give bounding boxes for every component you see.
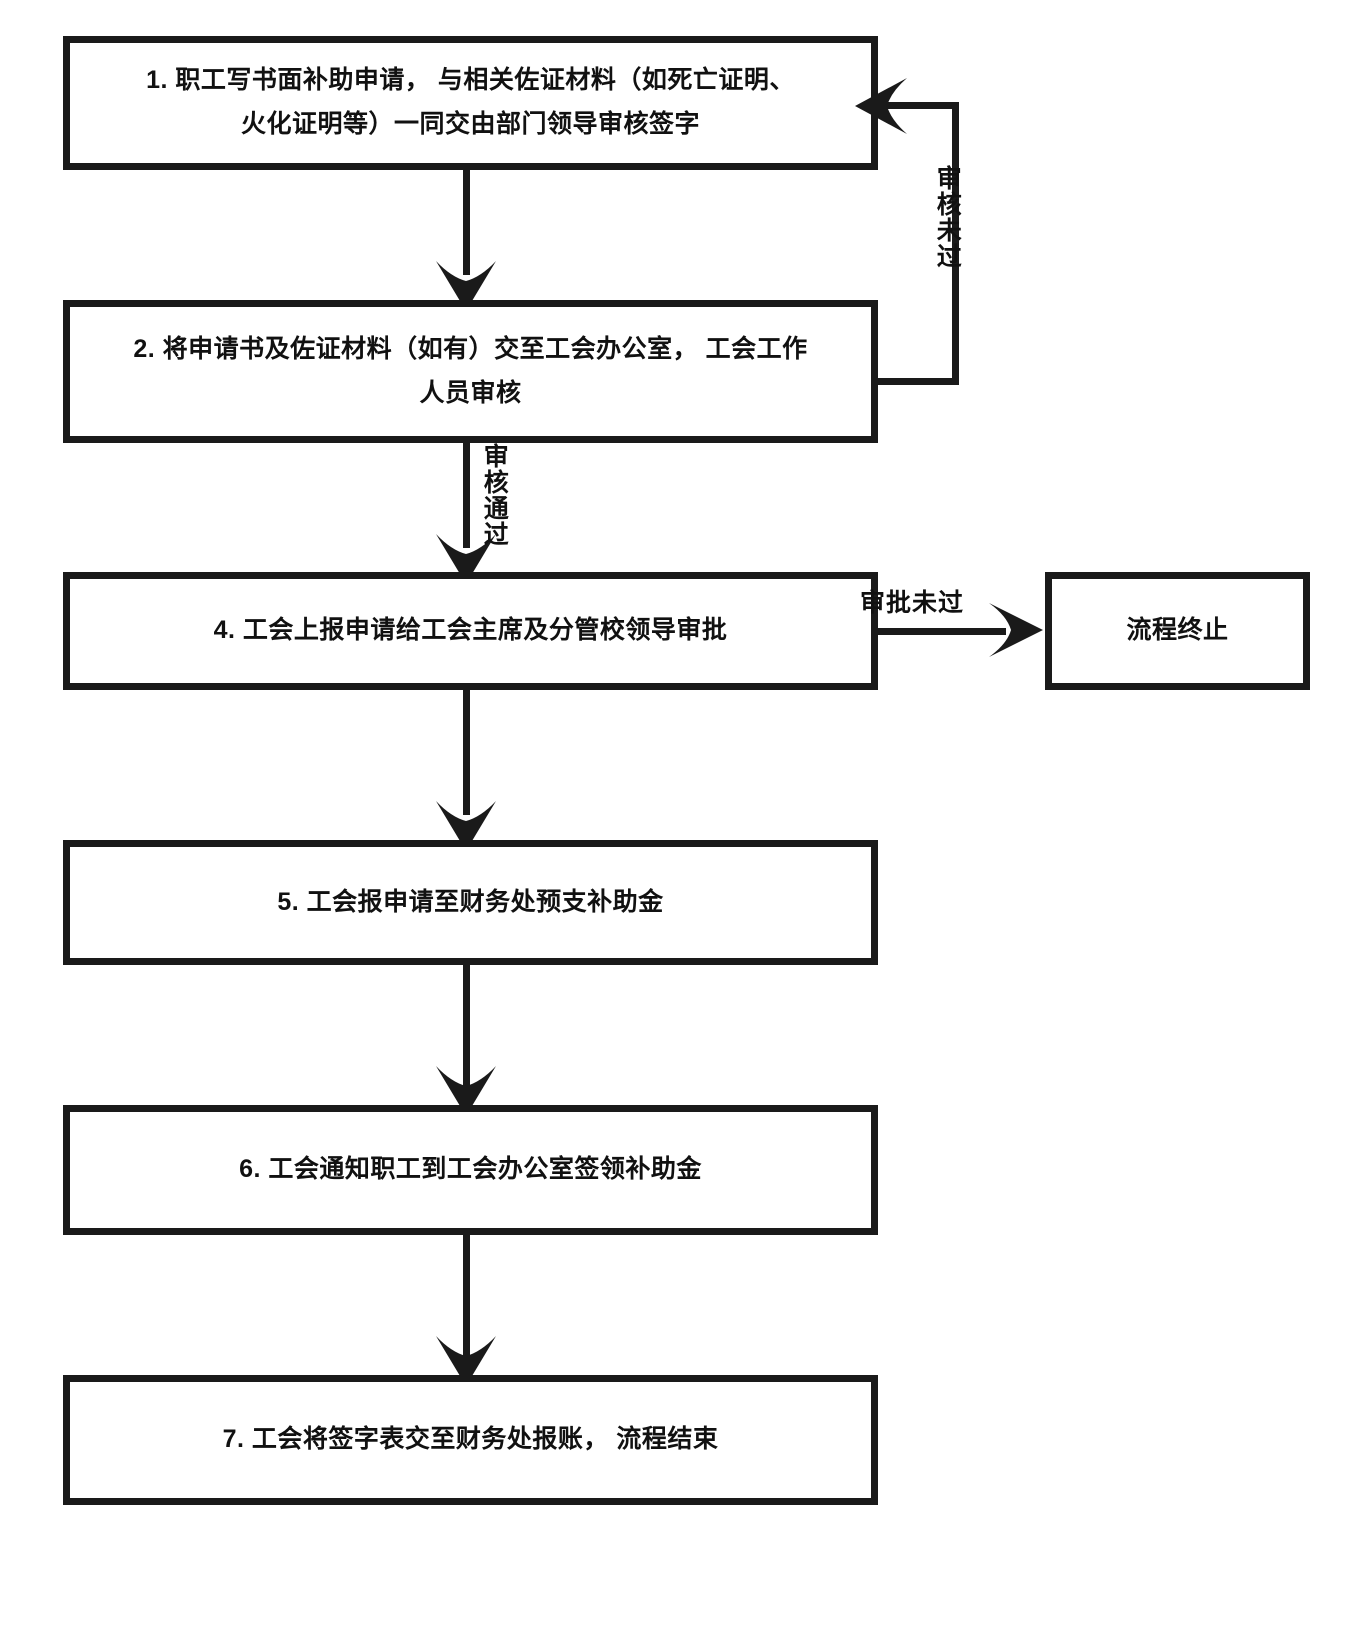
flow-node-step1[interactable]: 1. 职工写书面补助申请， 与相关佐证材料（如死亡证明、 火化证明等）一同交由部…: [63, 36, 878, 170]
edge-step4-step5-arrowhead: [433, 795, 499, 851]
edge-step4-terminate-line: [878, 628, 1006, 635]
flow-node-step4[interactable]: 4. 工会上报申请给工会主席及分管校领导审批: [63, 572, 878, 690]
edge-step2-step1-top-segment: [880, 102, 959, 109]
edge-step2-step4-arrowhead: [433, 528, 499, 584]
flow-node-step5-label: 5. 工会报申请至财务处预支补助金: [277, 887, 664, 916]
flow-node-step2[interactable]: 2. 将申请书及佐证材料（如有）交至工会办公室， 工会工作 人员审核: [63, 300, 878, 443]
edge-step4-step5-line: [463, 690, 470, 815]
edge-step2-step1-arrowhead: [855, 76, 911, 136]
edge-step6-step7-line: [463, 1235, 470, 1370]
edge-step5-step6-line: [463, 965, 470, 1095]
flow-node-step6-label: 6. 工会通知职工到工会办公室签领补助金: [239, 1155, 702, 1184]
edge-step4-terminate-arrowhead: [985, 602, 1045, 658]
flow-node-step6[interactable]: 6. 工会通知职工到工会办公室签领补助金: [63, 1105, 878, 1235]
edge-step2-step1-bottom-segment: [871, 378, 959, 385]
edge-step2-step4-line: [463, 443, 470, 548]
edge-label-review-failed: 审核未过: [933, 165, 962, 269]
edge-step6-step7-arrowhead: [433, 1330, 499, 1386]
edge-step2-step1-right-segment: [952, 102, 959, 385]
flow-node-step5[interactable]: 5. 工会报申请至财务处预支补助金: [63, 840, 878, 965]
flow-node-terminate[interactable]: 流程终止: [1045, 572, 1310, 690]
flow-node-terminate-label: 流程终止: [1126, 616, 1229, 645]
flow-node-step2-label: 2. 将申请书及佐证材料（如有）交至工会办公室， 工会工作 人员审核: [133, 334, 808, 407]
edge-step1-step2-line: [463, 170, 470, 275]
edge-label-approval-failed: 审批未过: [860, 589, 965, 617]
edge-step1-step2-arrowhead: [433, 255, 499, 311]
flow-node-step4-label: 4. 工会上报申请给工会主席及分管校领导审批: [213, 616, 728, 645]
flow-node-step7[interactable]: 7. 工会将签字表交至财务处报账， 流程结束: [63, 1375, 878, 1505]
flow-node-step1-label: 1. 职工写书面补助申请， 与相关佐证材料（如死亡证明、 火化证明等）一同交由部…: [146, 66, 795, 138]
edge-step5-step6-arrowhead: [433, 1060, 499, 1116]
edge-label-review-passed: 审核通过: [480, 443, 509, 547]
flow-node-step7-label: 7. 工会将签字表交至财务处报账， 流程结束: [222, 1425, 719, 1454]
